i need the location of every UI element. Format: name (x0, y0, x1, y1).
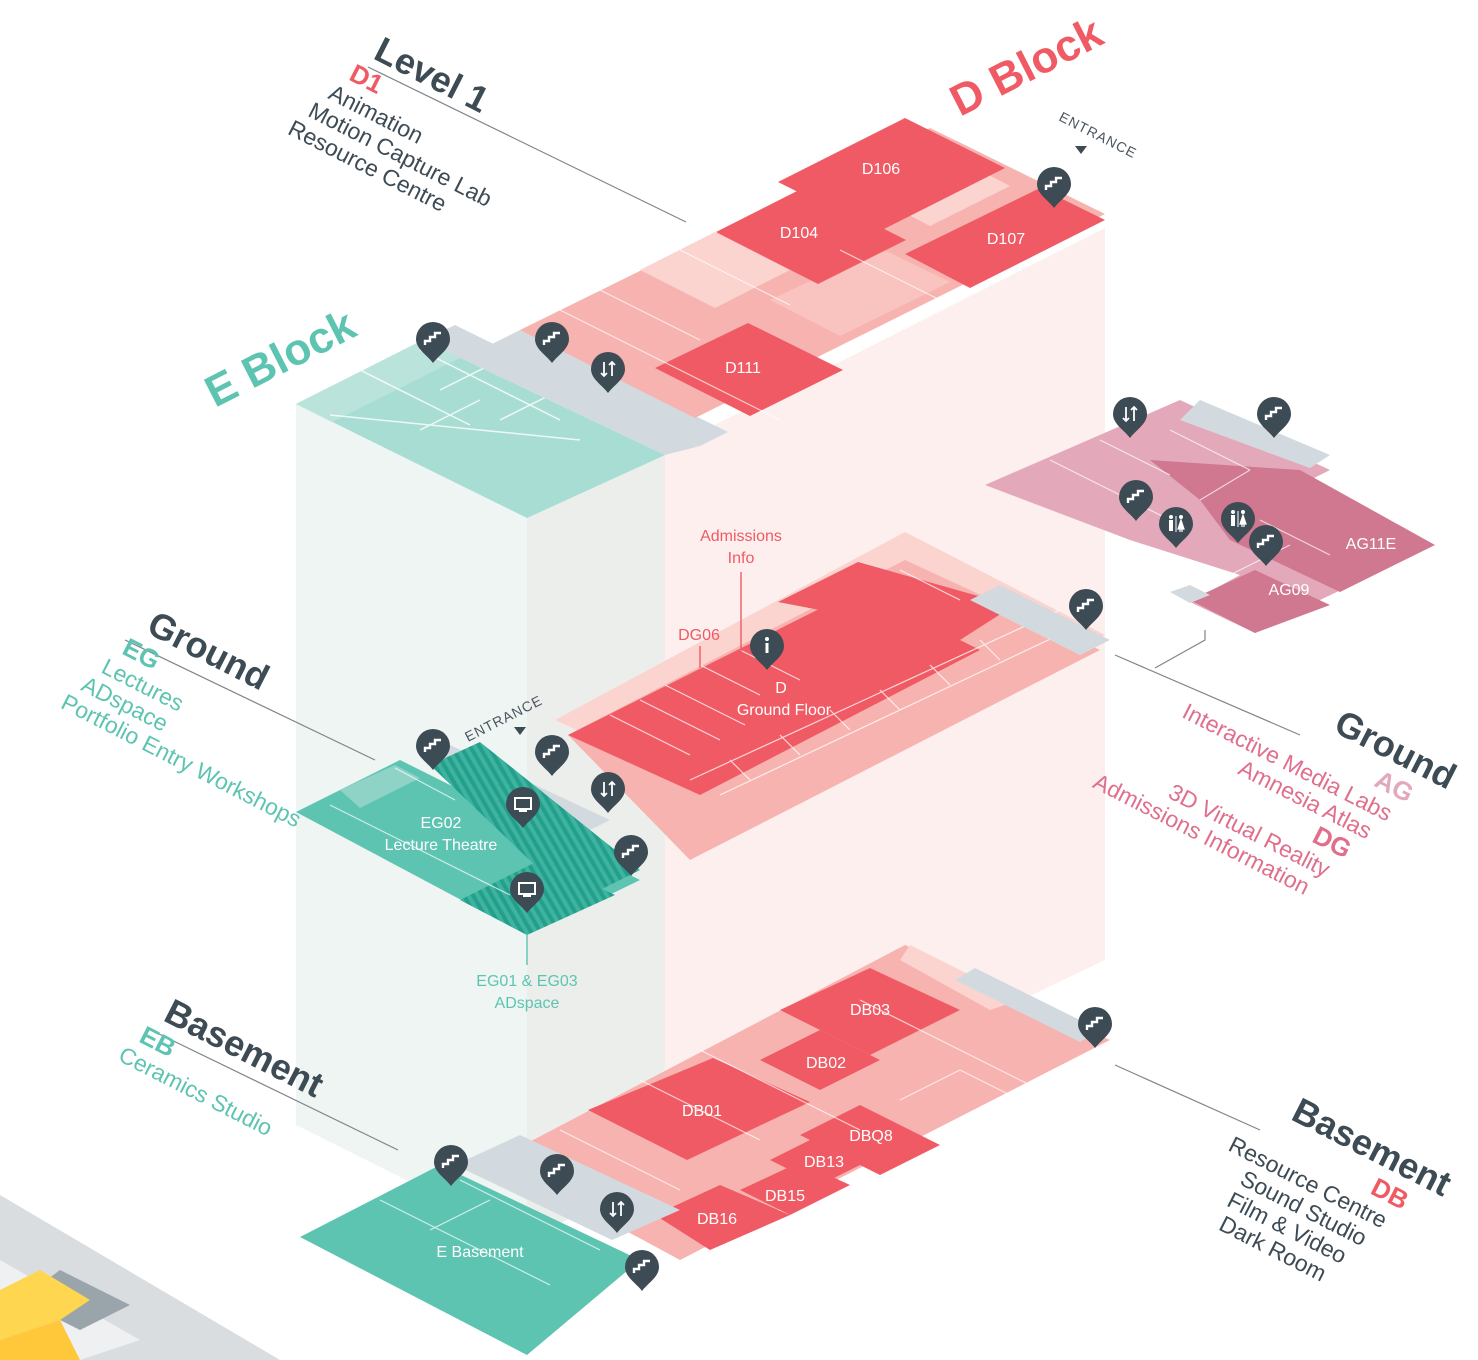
stairs-icon (1085, 1016, 1103, 1030)
stairs-pin[interactable] (1257, 397, 1291, 438)
decorative-ground (0, 1195, 280, 1360)
lift-icon (1122, 405, 1138, 423)
lift-icon (600, 780, 616, 798)
stairs-icon (1264, 406, 1282, 420)
room-label-d107: D107 (987, 231, 1025, 248)
entrance-label-level1: ENTRANCE (1057, 108, 1140, 161)
room-d106 (778, 118, 1005, 232)
room-label-d106: D106 (862, 161, 900, 178)
stairs-icon (542, 744, 560, 758)
room-label-lecture-theatre: Lecture Theatre (385, 837, 498, 854)
toilet-icon (1169, 515, 1185, 532)
stairs-icon (621, 844, 639, 858)
projector-pin[interactable] (506, 787, 540, 828)
stairs-icon (1076, 598, 1094, 612)
room-db03 (780, 968, 960, 1055)
stairs-icon (632, 1259, 650, 1273)
stairs-icon (542, 331, 560, 345)
room-label-d104: D104 (780, 225, 818, 242)
room-labels: D106 D104 D107 D111 AG11E AG09 D Ground … (385, 161, 1397, 1261)
annotation-lines (526, 572, 742, 965)
room-label-db02: DB02 (806, 1055, 846, 1072)
info-icon (765, 637, 769, 653)
lift-pin[interactable] (1113, 397, 1147, 438)
room-label-ground-floor: Ground Floor (737, 702, 832, 719)
room-d111 (655, 323, 843, 416)
stairs-pin[interactable] (1249, 525, 1283, 566)
lift-pin[interactable] (591, 352, 625, 393)
stairs-icon (441, 1154, 459, 1168)
room-label-db03: DB03 (850, 1002, 890, 1019)
stairs-icon (423, 331, 441, 345)
room-label-db01: DB01 (682, 1103, 722, 1120)
projector-pin[interactable] (510, 872, 544, 913)
ground-right-legend: Ground AG Interactive Media Labs Amnesia… (1089, 698, 1463, 900)
room-dbq8 (800, 1105, 940, 1175)
room-label-dbq8: DBQ8 (849, 1128, 893, 1145)
toilet-pin[interactable] (1221, 502, 1255, 543)
projector-icon (514, 797, 532, 812)
info-pin[interactable] (750, 629, 784, 670)
stairs-pin[interactable] (540, 1154, 574, 1195)
e-basement-room (300, 1165, 640, 1355)
toilet-pin[interactable] (1159, 507, 1193, 548)
stairs-icon (547, 1163, 565, 1177)
adspace-callout-label: ADspace (495, 995, 560, 1012)
leader-lines (124, 66, 1301, 1151)
stairs-icon (423, 738, 441, 752)
stairs-icon (1126, 489, 1144, 503)
room-label-e-basement: E Basement (436, 1244, 524, 1261)
stairs-icon (1256, 534, 1274, 548)
lift-pin[interactable] (600, 1192, 634, 1233)
room-d104 (716, 188, 906, 284)
stairs-pin[interactable] (535, 735, 569, 776)
d-block-heading: D Block (942, 8, 1111, 126)
lift-icon (609, 1200, 625, 1218)
room-db02 (760, 1030, 880, 1090)
room-label-d-ground: D (775, 680, 787, 697)
lift-pin[interactable] (591, 772, 625, 813)
stairs-pin[interactable] (625, 1250, 659, 1291)
room-d-ground (568, 602, 1010, 795)
stairs-pin[interactable] (1078, 1007, 1112, 1048)
stairs-pin[interactable] (614, 835, 648, 876)
basement-right-legend: Basement DB Resource Centre Sound Studio… (1215, 1089, 1458, 1286)
lift-icon (600, 360, 616, 378)
entrance-arrow (514, 727, 526, 735)
stairs-pin[interactable] (416, 322, 450, 363)
room-d107 (905, 188, 1105, 288)
dg06-label: DG06 (678, 627, 720, 644)
room-label-ag09: AG09 (1269, 582, 1310, 599)
eg01-eg03-label: EG01 & EG03 (476, 973, 577, 990)
entrance-arrow (1075, 146, 1087, 154)
room-db15 (740, 1162, 850, 1215)
admissions-label: Admissions (700, 528, 782, 545)
stairs-pin[interactable] (1119, 480, 1153, 521)
projector-icon (518, 882, 536, 897)
stairs-pin[interactable] (1069, 589, 1103, 630)
room-label-d111: D111 (725, 360, 761, 377)
level1-legend: Level 1 D1 Animation Motion Capture Lab … (284, 29, 496, 217)
stairs-icon (1044, 176, 1062, 190)
room-eg01-eg03 (430, 742, 640, 895)
room-label-eg02: EG02 (421, 815, 462, 832)
admissions-info-label: Info (728, 550, 755, 567)
map-pins (416, 167, 1291, 1291)
stairs-pin[interactable] (535, 322, 569, 363)
stairs-pin[interactable] (1037, 167, 1071, 208)
room-db16 (655, 1185, 790, 1250)
room-label-db15: DB15 (765, 1188, 805, 1205)
stairs-pin[interactable] (434, 1145, 468, 1186)
ground-left-item: Portfolio Entry Workshops (57, 689, 305, 833)
room-label-db16: DB16 (697, 1211, 737, 1228)
stairs-pin[interactable] (416, 729, 450, 770)
a-block-ground (985, 400, 1435, 633)
room-label-ag11e: AG11E (1346, 536, 1396, 553)
room-label-db13: DB13 (804, 1154, 844, 1171)
toilet-icon (1231, 510, 1247, 527)
